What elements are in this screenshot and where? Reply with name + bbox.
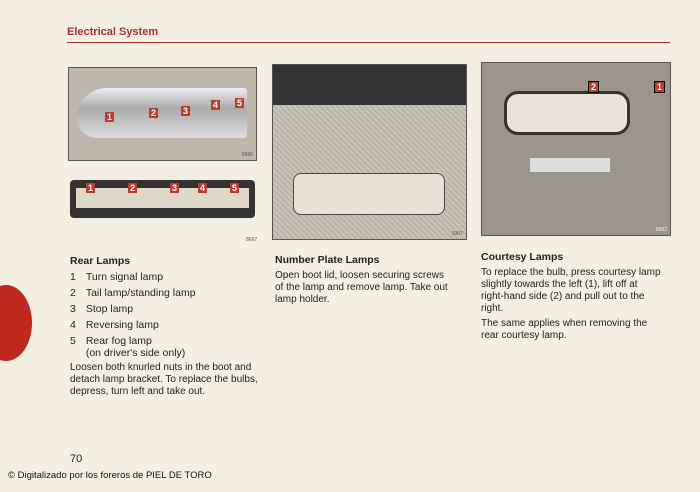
callout-4: 4 [211,100,221,110]
section-title: Electrical System [67,26,159,38]
item-label: Tail lamp/standing lamp [85,287,196,299]
lamp-bracket-figure: 1 2 3 4 5 [70,180,255,218]
callout-1: 1 [654,81,666,93]
thumb-tab [0,285,32,361]
item-label: Stop lamp [85,303,134,315]
courtesy-lamp-figure: 2 1 8692 [481,62,671,236]
callout-2: 2 [149,108,159,118]
list-item: 2 Tail lamp/standing lamp [70,285,265,301]
callout-5: 5 [230,183,240,193]
item-number: 3 [70,303,76,315]
courtesy-note: The same applies when removing the rear … [481,318,648,341]
rear-lamp-cluster-figure: 1 2 3 4 5 8696 [68,67,257,161]
number-plate-lamp-figure: 9307 [272,64,467,240]
figure-number: 9307 [451,231,463,237]
item-label: Reversing lamp [85,319,159,331]
courtesy-section: Courtesy Lamps To replace the bulb, pres… [481,251,661,342]
callout-5: 5 [235,98,245,108]
list-item: 5 Rear fog lamp(on driver's side only) [70,335,265,359]
item-label: Rear fog lamp [85,335,152,347]
number-plate-body: Open boot lid, loosen securing screws of… [275,270,448,305]
courtesy-body: To replace the bulb, press courtesy lamp… [481,267,661,314]
callout-1: 1 [86,183,96,193]
figure-number: 8697 [246,237,258,243]
number-plate-heading: Number Plate Lamps [275,254,380,266]
item-label: Turn signal lamp [85,271,164,283]
callout-3: 3 [181,106,191,116]
item-number: 5 [70,335,76,347]
figure-number: 8696 [241,152,253,158]
figure-number: 8692 [655,227,667,233]
courtesy-heading: Courtesy Lamps [481,251,564,263]
rear-lamps-heading: Rear Lamps [70,255,131,267]
item-number: 1 [70,271,76,283]
list-item: 4 Reversing lamp [70,317,265,333]
number-plate-section: Number Plate Lamps Open boot lid, loosen… [275,254,450,306]
credit-text: © Digitalizado por los foreros de PIEL D… [8,470,212,481]
list-item: 1 Turn signal lamp [70,269,265,285]
callout-3: 3 [170,183,180,193]
callout-1: 1 [105,112,115,122]
callout-2: 2 [588,81,600,93]
list-item: 3 Stop lamp [70,301,265,317]
item-note: (on driver's side only) [85,347,186,359]
rear-lamps-section: Rear Lamps 1 Turn signal lamp 2 Tail lamp/… [70,255,265,398]
header-rule [67,42,670,43]
rear-lamps-body: Loosen both knurled nuts in the boot and… [70,362,258,397]
page-number: 70 [70,453,83,465]
callout-4: 4 [198,183,208,193]
item-number: 4 [70,319,76,331]
item-number: 2 [70,287,76,299]
callout-2: 2 [128,183,138,193]
